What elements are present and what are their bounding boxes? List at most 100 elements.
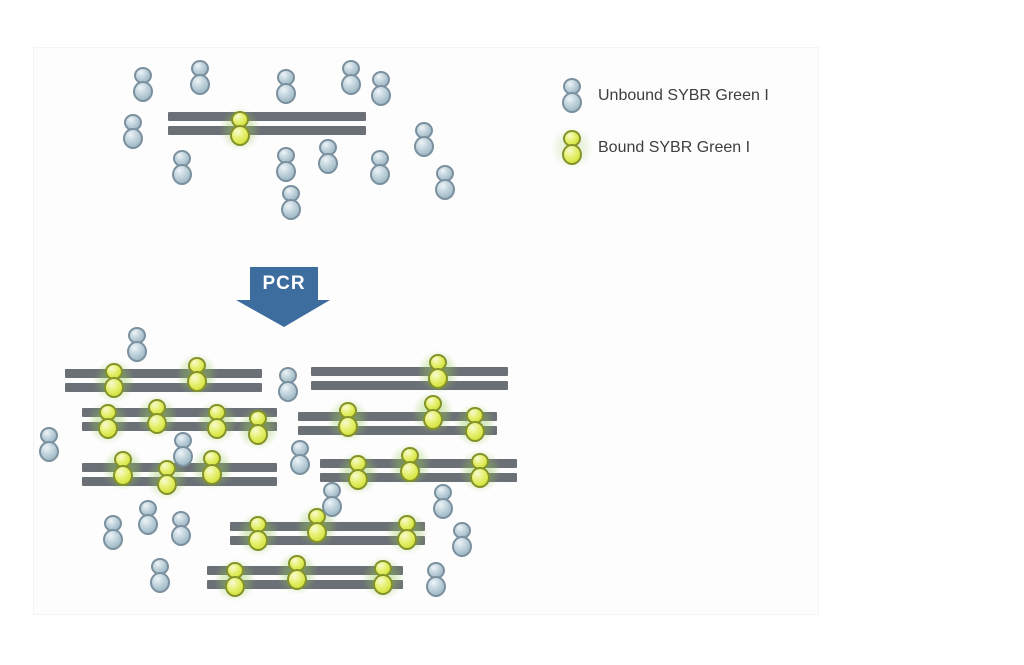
unbound-sybr-molecule [321, 482, 343, 518]
dye-ball [207, 418, 227, 439]
legend-item-unbound: Unbound SYBR Green I [561, 78, 769, 114]
dye-ball [433, 498, 453, 519]
unbound-sybr-molecule [189, 60, 211, 96]
dye-ball [562, 144, 582, 165]
dye-ball [348, 469, 368, 490]
bound-sybr-molecule [230, 505, 286, 563]
bound-sybr-icon [544, 119, 600, 177]
dye-ball [322, 496, 342, 517]
unbound-sybr-molecule [280, 185, 302, 221]
dye-ball [113, 465, 133, 486]
bound-sybr-molecule [379, 504, 435, 562]
unbound-sybr-molecule [425, 562, 447, 598]
bound-sybr-molecule [80, 393, 136, 451]
unbound-sybr-molecule [126, 327, 148, 363]
dye-ball [423, 409, 443, 430]
dye-ball [373, 574, 393, 595]
dye-ball [173, 446, 193, 467]
dye-ball [157, 474, 177, 495]
dye-ball [248, 424, 268, 445]
unbound-sybr-molecule [451, 522, 473, 558]
unbound-sybr-molecule [132, 67, 154, 103]
bound-sybr-molecule [320, 391, 376, 449]
dye-ball [172, 164, 192, 185]
dye-ball [133, 81, 153, 102]
dna-strand [65, 369, 262, 378]
bound-sybr-molecule [330, 444, 386, 502]
dye-ball [465, 421, 485, 442]
dye-ball [470, 467, 490, 488]
dna-strand [311, 367, 508, 376]
unbound-sybr-molecule [172, 432, 194, 468]
unbound-sybr-molecule [340, 60, 362, 96]
dna-strand [298, 426, 497, 435]
dye-ball [452, 536, 472, 557]
pcr-arrow: PCR [232, 265, 332, 329]
bound-sybr-molecule [212, 100, 268, 158]
legend-label-unbound: Unbound SYBR Green I [598, 87, 769, 104]
dna-strand [298, 412, 497, 421]
unbound-sybr-molecule [171, 150, 193, 186]
dye-ball [202, 464, 222, 485]
dye-ball [276, 161, 296, 182]
unbound-sybr-molecule [434, 165, 456, 201]
bound-sybr-molecule [189, 393, 245, 451]
bound-sybr-molecule [95, 440, 151, 498]
unbound-sybr-molecule [275, 69, 297, 105]
dye-ball [307, 522, 327, 543]
dye-ball [103, 529, 123, 550]
bound-sybr-molecule [269, 544, 325, 602]
pcr-arrow-label: PCR [262, 273, 306, 294]
unbound-sybr-molecule [122, 114, 144, 150]
dye-ball [397, 529, 417, 550]
dye-ball [370, 164, 390, 185]
dye-ball [147, 413, 167, 434]
dye-ball [150, 572, 170, 593]
unbound-sybr-molecule [432, 484, 454, 520]
bound-sybr-molecule [207, 551, 263, 609]
dye-ball [225, 576, 245, 597]
dye-ball [562, 92, 582, 113]
dye-ball [138, 514, 158, 535]
dye-ball [278, 381, 298, 402]
unbound-sybr-molecule [275, 147, 297, 183]
dye-ball [318, 153, 338, 174]
unbound-sybr-molecule [369, 150, 391, 186]
dye-ball [371, 85, 391, 106]
bound-sybr-molecule [382, 436, 438, 494]
unbound-sybr-molecule [170, 511, 192, 547]
bound-sybr-molecule [355, 549, 411, 607]
dye-ball [187, 371, 207, 392]
dye-ball [338, 416, 358, 437]
dye-ball [290, 454, 310, 475]
dye-ball [400, 461, 420, 482]
dye-ball [39, 441, 59, 462]
unbound-sybr-molecule [149, 558, 171, 594]
bound-sybr-molecule [447, 396, 503, 454]
dye-ball [414, 136, 434, 157]
bound-sybr-molecule [169, 346, 225, 404]
dye-ball [98, 418, 118, 439]
unbound-sybr-molecule [38, 427, 60, 463]
dye-ball [281, 199, 301, 220]
unbound-sybr-molecule [277, 367, 299, 403]
dye-ball [435, 179, 455, 200]
dye-ball [127, 341, 147, 362]
unbound-sybr-molecule [413, 122, 435, 158]
legend-item-bound: Bound SYBR Green I [544, 119, 751, 177]
unbound-sybr-molecule [289, 440, 311, 476]
dye-ball [426, 576, 446, 597]
down-arrow-icon [236, 267, 330, 327]
bound-sybr-molecule [184, 439, 240, 497]
unbound-sybr-molecule [137, 500, 159, 536]
dye-ball [123, 128, 143, 149]
unbound-sybr-molecule [370, 71, 392, 107]
dna-duplex [298, 412, 497, 435]
bound-sybr-molecule [230, 399, 286, 457]
dye-ball [341, 74, 361, 95]
unbound-sybr-molecule [102, 515, 124, 551]
legend-label-bound: Bound SYBR Green I [598, 139, 751, 156]
dna-strand [65, 383, 262, 392]
dna-duplex [65, 369, 262, 392]
